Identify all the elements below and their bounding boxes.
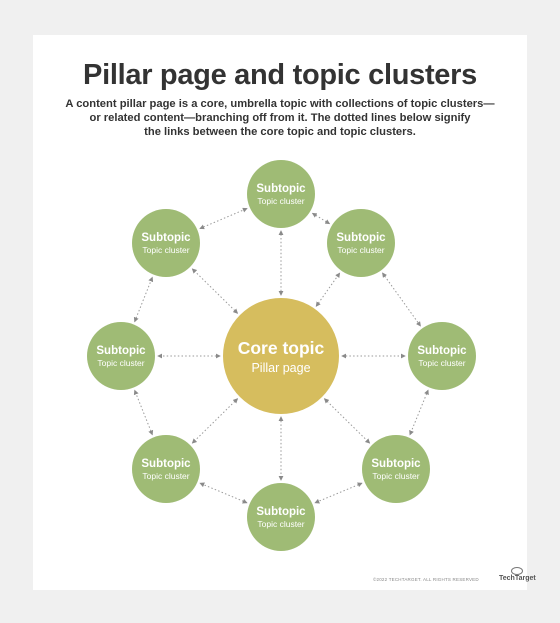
connector-subtopic-7-to-8: [133, 276, 154, 323]
subtopic-subtitle-7: Topic cluster: [97, 358, 144, 368]
subtopic-subtitle-5: Topic cluster: [257, 519, 304, 529]
subtopic-circle-3: [408, 322, 476, 390]
subtopic-subtitle-3: Topic cluster: [418, 358, 465, 368]
connector-core-to-subtopic-4: [323, 398, 371, 444]
subtopic-title-6: Subtopic: [141, 458, 191, 470]
connector-subtopic-3-to-4: [409, 389, 429, 436]
connector-subtopic-6-to-7: [133, 389, 154, 436]
page-title: Pillar page and topic clusters: [83, 59, 477, 91]
subtopic-circle-1: [247, 160, 315, 228]
connector-subtopic-2-to-3: [382, 272, 421, 327]
subtopic-circle-4: [362, 435, 430, 503]
subtopic-subtitle-1: Topic cluster: [257, 196, 304, 206]
description-line-1: A content pillar page is a core, umbrell…: [65, 98, 495, 110]
description-line-3: the links between the core topic and top…: [144, 126, 416, 138]
core-topic-circle: [223, 298, 339, 414]
connector-subtopic-1-to-2: [311, 212, 331, 225]
subtopic-subtitle-2: Topic cluster: [337, 245, 384, 255]
subtopic-subtitle-8: Topic cluster: [142, 245, 189, 255]
subtopic-title-1: Subtopic: [256, 183, 306, 195]
connector-subtopic-5-to-6: [199, 482, 248, 504]
subtopic-subtitle-6: Topic cluster: [142, 471, 189, 481]
description: A content pillar page is a core, umbrell…: [63, 97, 497, 139]
core-topic-subtitle: Pillar page: [251, 361, 310, 375]
description-line-2: or related content—branching off from it…: [89, 112, 471, 124]
subtopic-circle-2: [327, 209, 395, 277]
subtopic-title-4: Subtopic: [371, 458, 421, 470]
connector-core-to-subtopic-6: [191, 398, 239, 444]
subtopic-title-5: Subtopic: [256, 506, 306, 518]
subtopic-subtitle-4: Topic cluster: [372, 471, 419, 481]
subtopic-circle-5: [247, 483, 315, 551]
subtopic-title-7: Subtopic: [96, 345, 146, 357]
connector-subtopic-4-to-5: [314, 482, 363, 504]
brand-logo-icon: [511, 567, 523, 575]
footer-brand: TechTarget: [499, 575, 536, 582]
core-topic-title: Core topic: [238, 338, 325, 358]
subtopic-circle-6: [132, 435, 200, 503]
connector-subtopic-8-to-1: [199, 207, 248, 230]
subtopic-title-8: Subtopic: [141, 232, 191, 244]
subtopic-circle-7: [87, 322, 155, 390]
connector-core-to-subtopic-2: [315, 272, 341, 307]
connector-core-to-subtopic-8: [191, 268, 239, 314]
subtopic-title-2: Subtopic: [336, 232, 386, 244]
footer-legal: ©2022 TECHTARGET. ALL RIGHTS RESERVED: [373, 577, 479, 582]
connector-lines: [133, 207, 429, 504]
subtopic-title-3: Subtopic: [417, 345, 467, 357]
subtopic-circle-8: [132, 209, 200, 277]
